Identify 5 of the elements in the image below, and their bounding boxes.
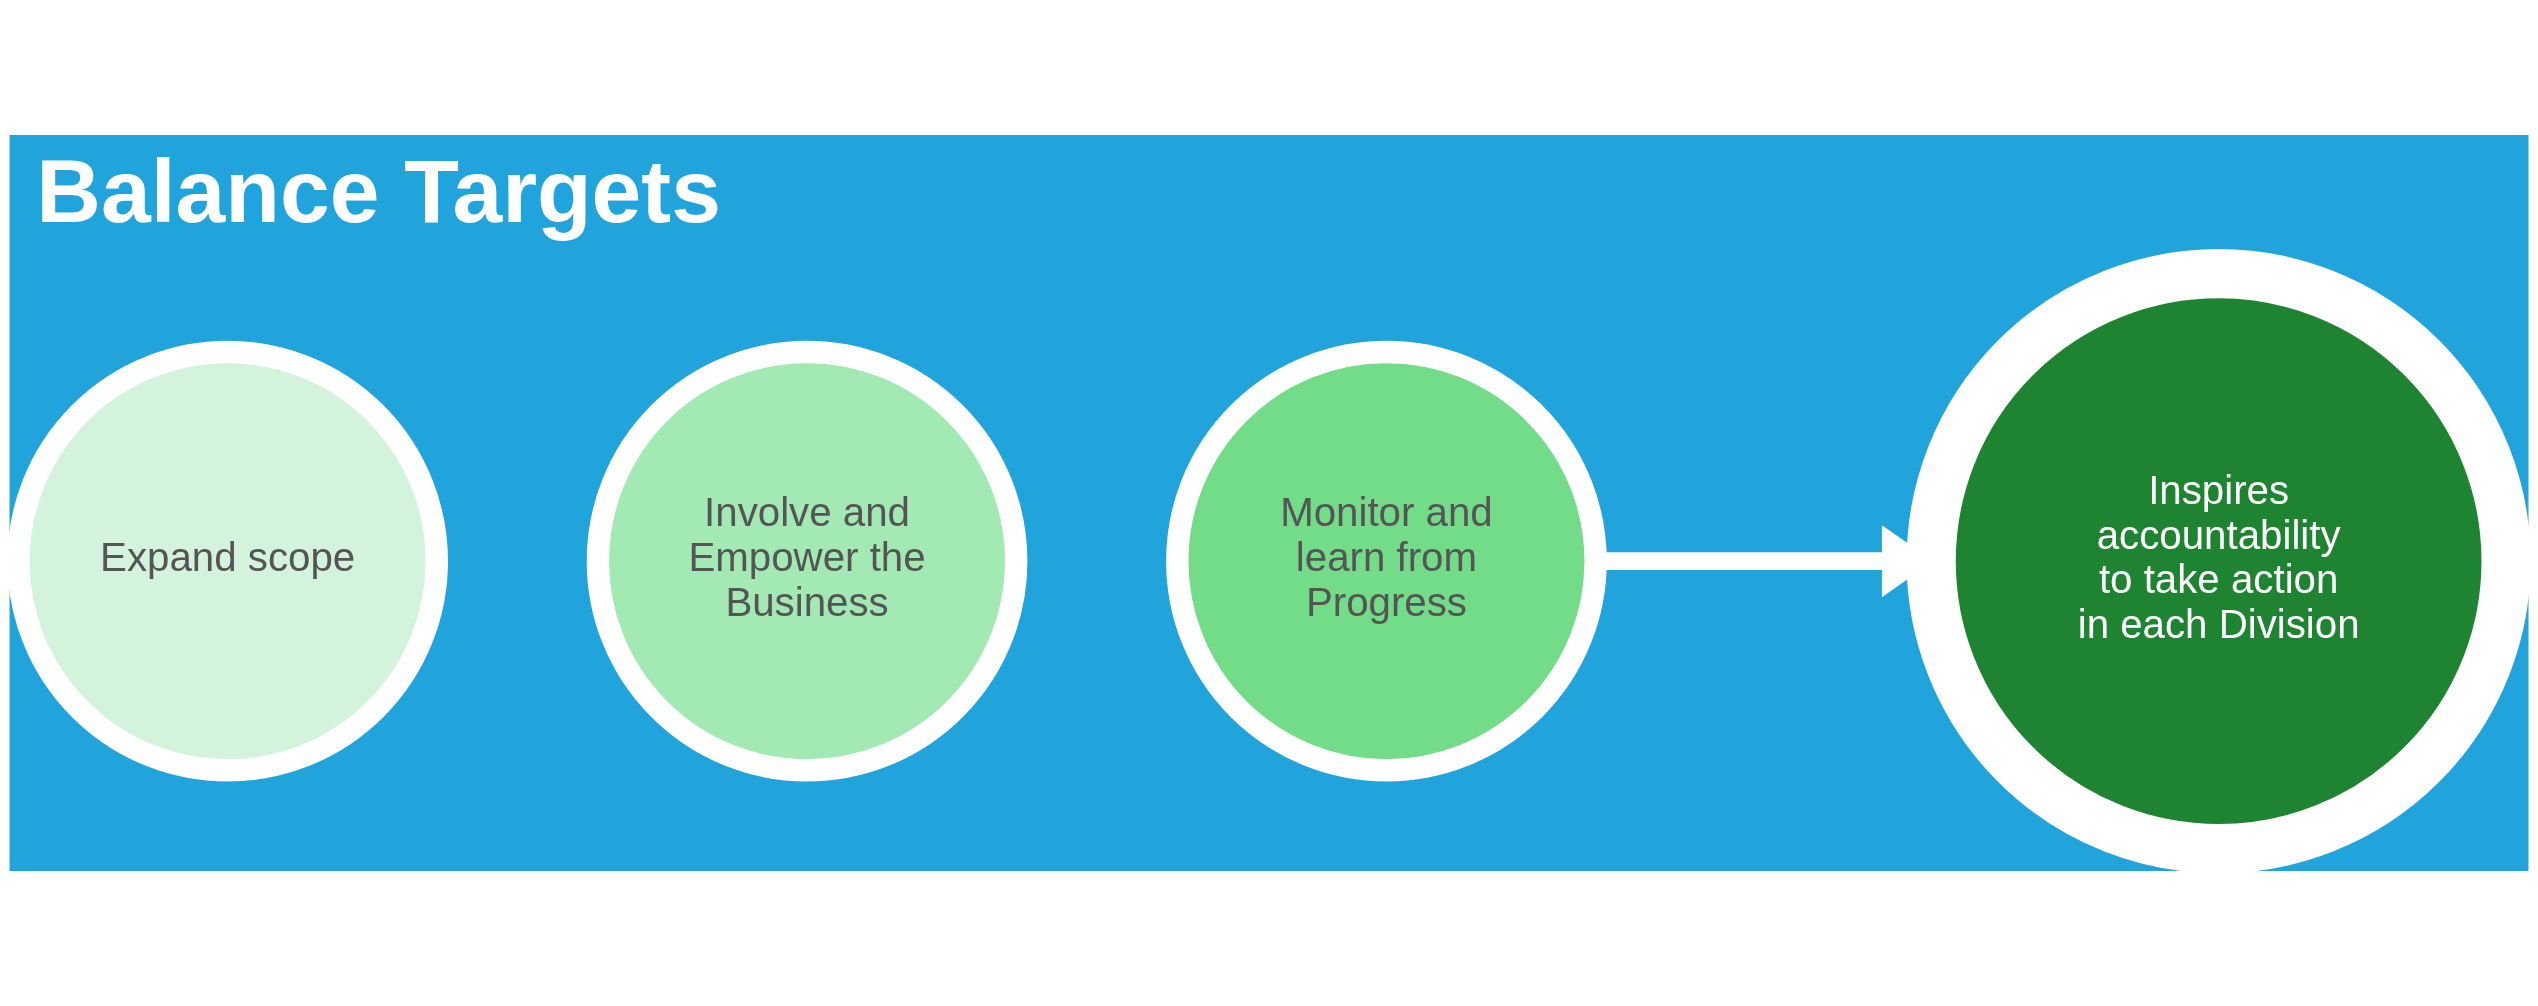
node-circle: Monitor and learn from Progress xyxy=(1166,340,1607,782)
node-circle: Involve and Empower the Business xyxy=(586,340,1028,782)
diagram-title: Balance Targets xyxy=(36,141,721,242)
node-circle: Inspires accountability to take action in each Division xyxy=(1906,249,2530,871)
node-circle: Expand scope xyxy=(8,340,448,782)
